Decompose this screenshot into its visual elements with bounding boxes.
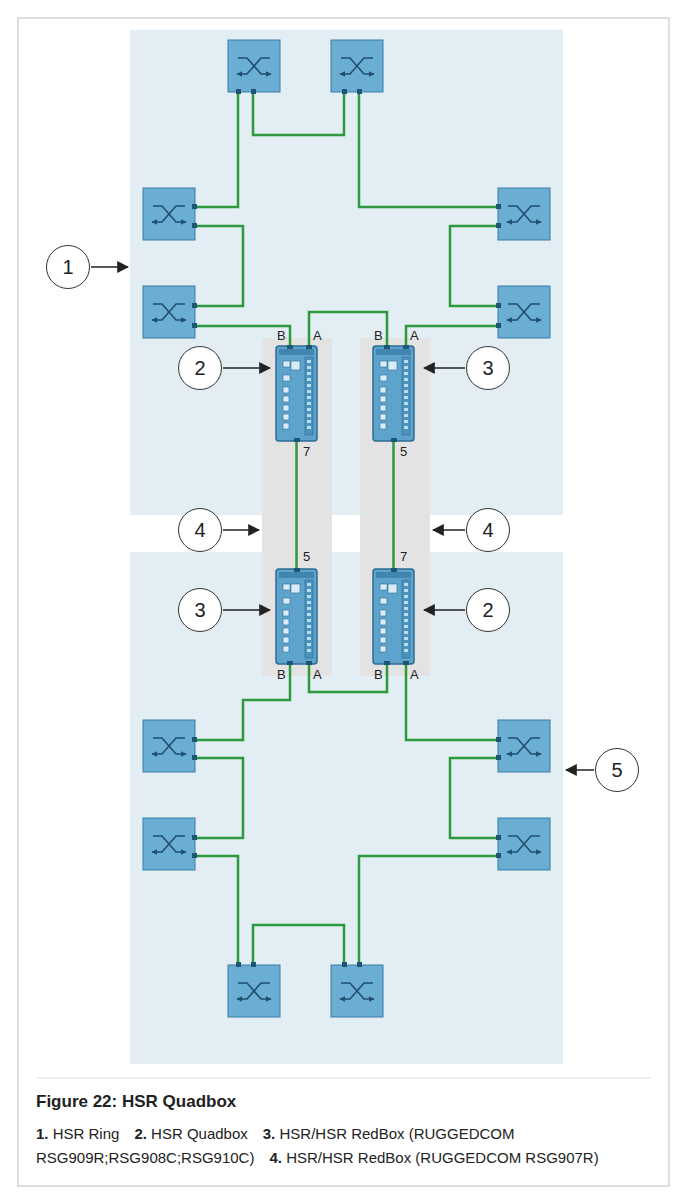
callout-arrows [91, 267, 594, 770]
legend-text: HSR/HSR RedBox (RUGGEDCOM RSG907R) [286, 1149, 599, 1166]
callout-number: 2 [466, 588, 510, 632]
legend-number: 4. [269, 1149, 282, 1166]
port-label: 5 [303, 550, 310, 564]
callout-number: 4 [466, 508, 510, 552]
port-label: 7 [400, 550, 407, 564]
figure-caption: Figure 22: HSR Quadbox [36, 1092, 236, 1112]
port-label: B [374, 329, 383, 343]
ring-links [195, 92, 498, 965]
redbox-node: 7BA [372, 568, 415, 665]
redbox-node: BA5 [372, 345, 415, 442]
callout-number: 1 [46, 245, 90, 289]
switch-ports [192, 89, 501, 967]
redbox-band [360, 338, 430, 676]
redbox-node: 5BA [275, 568, 318, 665]
redbox-device [275, 345, 318, 442]
port-label: A [313, 329, 322, 343]
legend-number: 1. [36, 1125, 49, 1142]
ring-region [130, 30, 563, 515]
callout-number: 2 [178, 346, 222, 390]
legend-number: 2. [134, 1125, 147, 1142]
port-label: B [374, 668, 383, 682]
callout-number: 4 [178, 508, 222, 552]
legend-text: HSR Quadbox [151, 1125, 248, 1142]
port-label: A [410, 668, 419, 682]
legend-number: 3. [263, 1125, 276, 1142]
port-label: B [277, 668, 286, 682]
ring-region [130, 552, 563, 1064]
port-label: 5 [400, 445, 407, 459]
port-label: B [277, 329, 286, 343]
caption-rule [36, 1078, 651, 1079]
callout-number: 5 [595, 748, 639, 792]
redbox-node: BA7 [275, 345, 318, 442]
figure-frame [18, 18, 669, 1186]
port-label: 7 [303, 445, 310, 459]
callout-number: 3 [466, 346, 510, 390]
redbox-band [262, 338, 332, 676]
port-label: A [410, 329, 419, 343]
legend-text: HSR Ring [53, 1125, 120, 1142]
callout-number: 3 [178, 588, 222, 632]
interlink-connector [393, 442, 394, 568]
interlink-connector [296, 442, 297, 568]
redbox-device [275, 568, 318, 665]
port-label: A [313, 668, 322, 682]
redbox-device [372, 568, 415, 665]
caption-legend: 1. HSR Ring 2. HSR Quadbox 3. HSR/HSR Re… [36, 1122, 656, 1170]
redbox-device [372, 345, 415, 442]
switch-symbols [143, 40, 550, 1017]
